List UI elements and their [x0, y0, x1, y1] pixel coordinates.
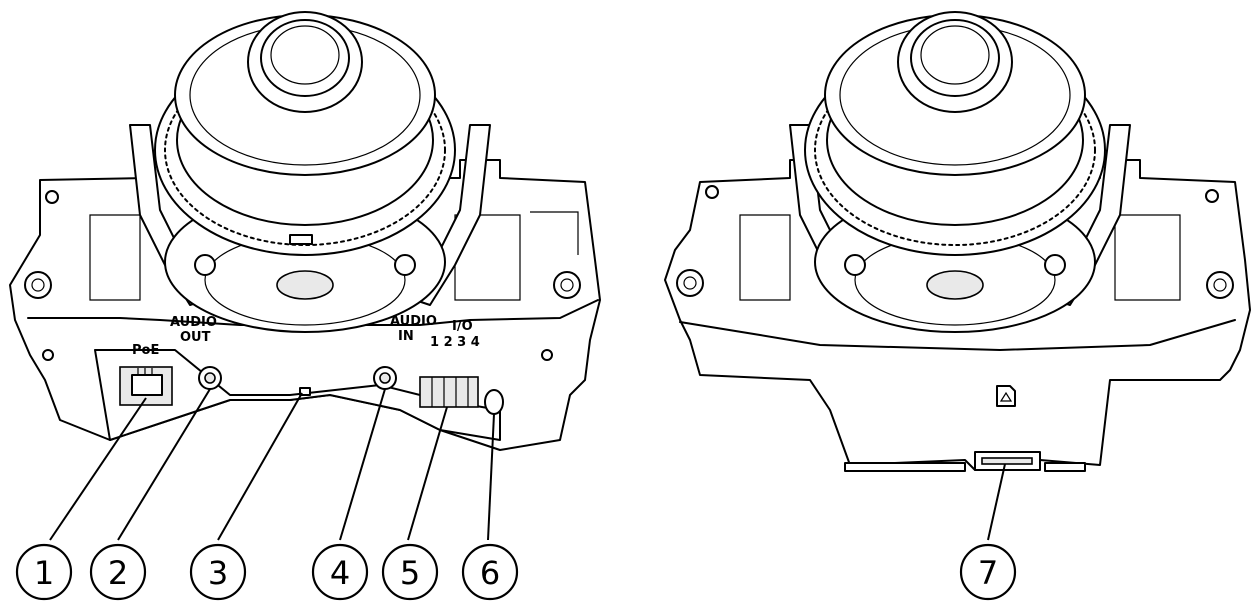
camera-back-view	[664, 11, 1251, 541]
io-terminal-block	[419, 376, 479, 408]
leader-2	[117, 388, 211, 541]
svg-text:6: 6	[480, 554, 500, 592]
leader-1	[49, 397, 147, 541]
callout-1: 1	[15, 543, 73, 601]
label-audio-in-line1: AUDIO	[390, 314, 437, 329]
leader-3	[217, 392, 303, 541]
svg-text:7: 7	[978, 554, 998, 592]
callout-2: 2	[89, 543, 147, 601]
leader-7	[987, 463, 1006, 541]
callout-4: 4	[311, 543, 369, 601]
camera-front-view: PoE AUDIO OUT AUDIO IN I/O 1 2 3 4	[9, 11, 601, 541]
callout-7: 7	[959, 543, 1017, 601]
sd-card-icon	[996, 385, 1016, 407]
label-io-line1: I/O	[452, 319, 473, 334]
svg-text:1: 1	[34, 554, 54, 592]
leader-6	[487, 413, 495, 541]
leader-4	[339, 388, 386, 541]
svg-text:5: 5	[400, 554, 420, 592]
svg-text:3: 3	[208, 554, 228, 592]
bracket-arm-right	[414, 124, 491, 306]
label-audio-out-line1: AUDIO	[170, 315, 217, 330]
svg-text:2: 2	[108, 554, 128, 592]
label-poe: PoE	[132, 343, 159, 358]
label-io-line2: 1 2 3 4	[430, 335, 480, 350]
callout-5: 5	[381, 543, 439, 601]
indicator-socket	[484, 389, 504, 415]
label-audio-out-line2: OUT	[180, 330, 211, 345]
mount-hole-left	[24, 271, 52, 299]
svg-text:4: 4	[330, 554, 350, 592]
leader-5	[407, 406, 448, 541]
connector-panel	[94, 349, 501, 441]
mount-hole-right	[553, 271, 581, 299]
callout-6: 6	[461, 543, 519, 601]
label-audio-in-line2: IN	[398, 329, 414, 344]
callout-3: 3	[189, 543, 247, 601]
